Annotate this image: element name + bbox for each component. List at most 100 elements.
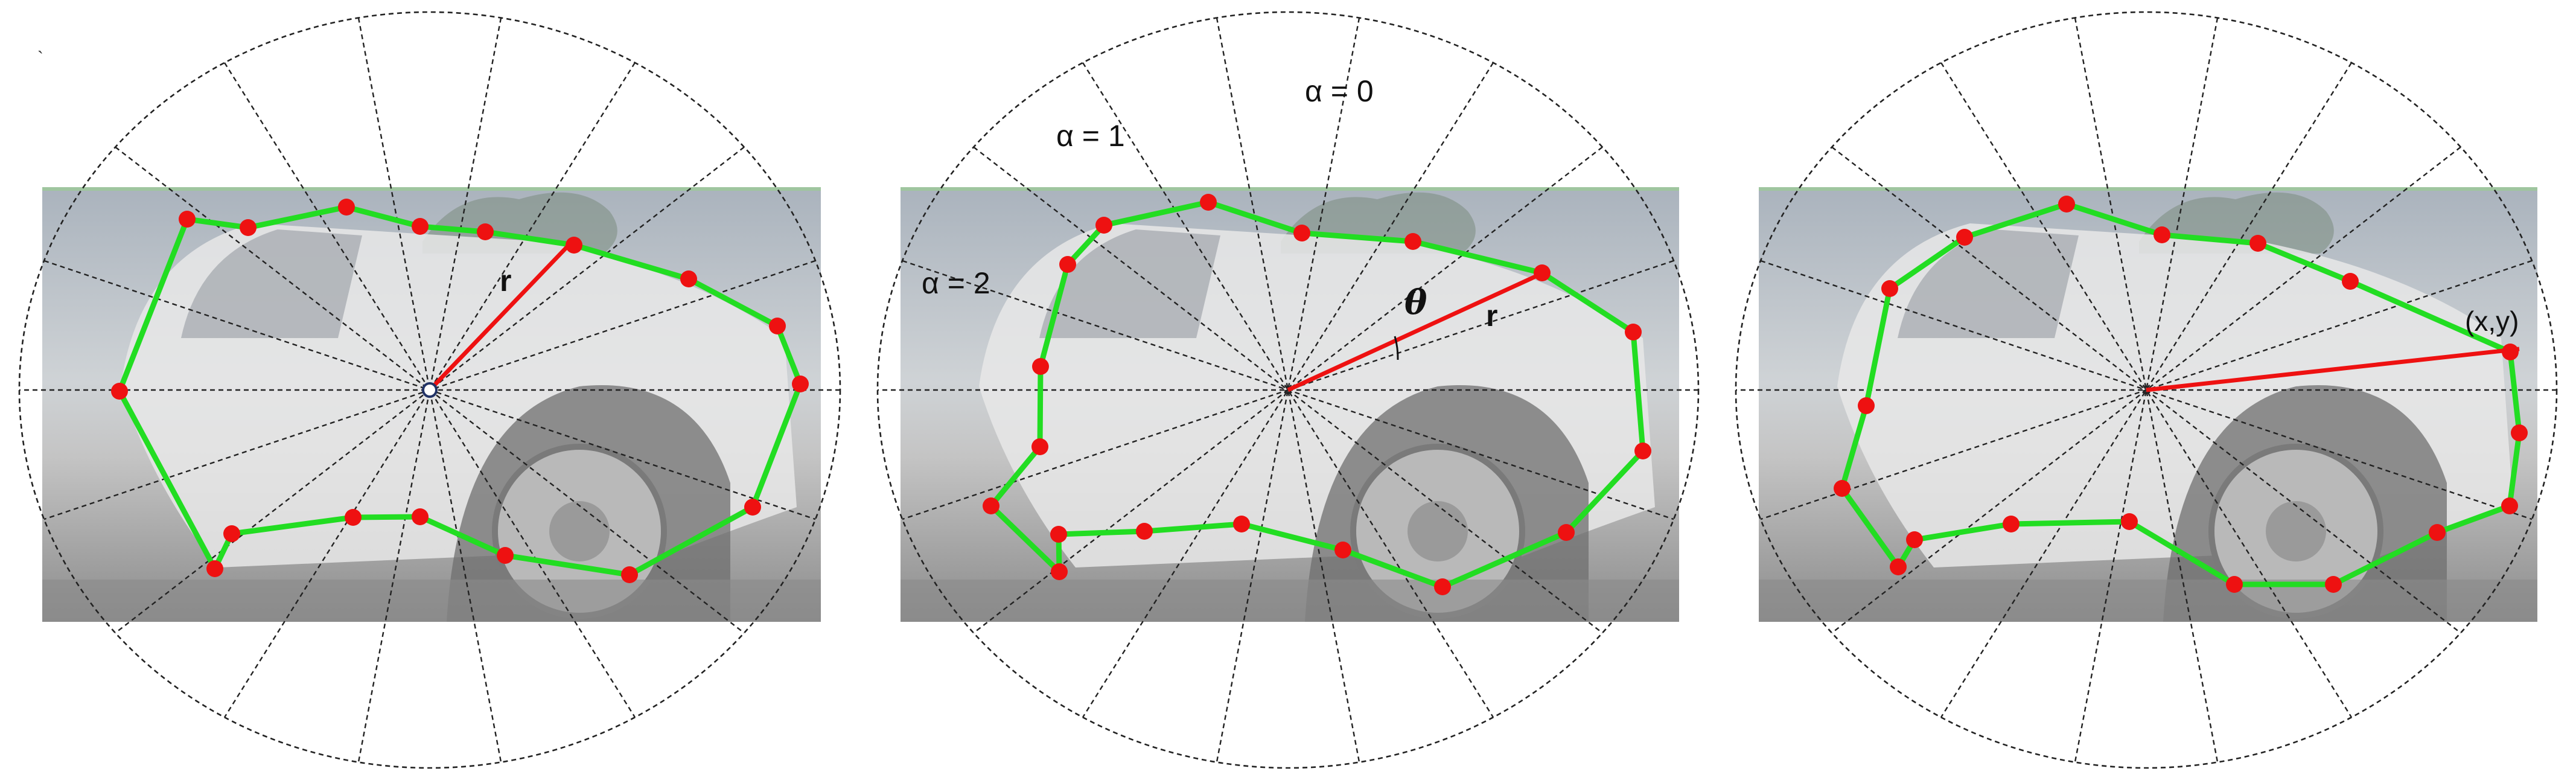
wheel-hub-shape xyxy=(549,501,610,561)
contour-point xyxy=(621,566,638,583)
contour-point xyxy=(179,211,196,228)
contour-point xyxy=(680,270,697,287)
radius-line xyxy=(1287,270,1545,392)
polar-ray xyxy=(223,62,636,718)
theta-label: θ xyxy=(1404,283,1427,322)
polar-ray xyxy=(223,62,636,718)
contour-point xyxy=(2249,235,2266,252)
car-photo xyxy=(42,187,821,622)
panel-1-svg: r xyxy=(18,11,841,769)
photo-top-edge xyxy=(1759,187,2537,191)
photo-top-edge xyxy=(901,187,1679,191)
contour-point xyxy=(477,223,494,240)
contour-point xyxy=(1293,225,1310,241)
radius-line xyxy=(428,238,575,392)
boundary-ellipse xyxy=(1735,11,2558,769)
contour-point xyxy=(1434,578,1451,595)
contour-point xyxy=(1558,524,1575,541)
contour-point xyxy=(983,497,999,514)
point-xy-label: (x,y) xyxy=(2465,305,2519,337)
contour-point xyxy=(792,376,809,392)
car-window-shape xyxy=(1898,229,2079,338)
alpha-0-label: α = 0 xyxy=(1305,74,1374,108)
contour-point xyxy=(1200,194,1217,211)
alpha-1-label: α = 1 xyxy=(1056,119,1125,153)
contour-point xyxy=(1136,523,1153,540)
polar-ray xyxy=(1082,62,1494,718)
contour-points xyxy=(1834,196,2528,593)
ground-shape xyxy=(901,580,1679,622)
contour-point xyxy=(1334,542,1351,558)
panel-polar-contour-2: α = 0 α = 1 α = 2 θ r xyxy=(858,0,1717,780)
contour-point xyxy=(2429,524,2446,541)
contour-point xyxy=(206,560,223,577)
contour-point xyxy=(1834,480,1851,497)
contour-point xyxy=(1051,563,1068,580)
polar-ray xyxy=(1940,62,2353,718)
car-photo xyxy=(1759,187,2537,622)
contour-point xyxy=(111,383,128,400)
contour-point xyxy=(1890,558,1907,575)
ground-shape xyxy=(1759,580,2537,622)
car-window-shape xyxy=(181,229,362,338)
boundary-ellipse xyxy=(876,11,1700,769)
boundary-ellipse xyxy=(18,11,841,769)
contour-point xyxy=(338,199,355,216)
contour-point xyxy=(1404,233,1421,250)
contour-point xyxy=(1858,397,1875,414)
center-point xyxy=(422,382,438,398)
panel-polar-contour-3: (x,y) xyxy=(1717,0,2575,780)
contour-point xyxy=(744,499,761,516)
contour-point xyxy=(769,318,786,334)
contour-point xyxy=(2342,273,2359,290)
radius-label: r xyxy=(500,264,511,298)
contour-point xyxy=(2325,576,2342,593)
car-photo xyxy=(901,187,1679,622)
contour-point xyxy=(1059,256,1076,273)
contour-point xyxy=(1906,531,1923,548)
panel-2-svg: α = 0 α = 1 α = 2 θ r xyxy=(876,11,1700,769)
contour-point xyxy=(2058,196,2075,213)
contour-point xyxy=(1031,438,1048,455)
contour-point xyxy=(412,508,429,525)
polar-ray xyxy=(1940,62,2353,718)
alpha-2-label: α = 2 xyxy=(922,266,990,300)
contour-point xyxy=(2003,516,2020,532)
ground-shape xyxy=(42,580,821,622)
contour-point xyxy=(1881,280,1898,297)
contour-point xyxy=(1233,516,1250,532)
contour-point xyxy=(1634,443,1651,459)
contour-point xyxy=(2502,344,2519,360)
contour-point xyxy=(223,525,240,542)
contour-points xyxy=(111,199,809,583)
car-window-shape xyxy=(1039,229,1220,338)
panel-3-svg: (x,y) xyxy=(1735,11,2558,769)
contour-point xyxy=(1032,358,1049,375)
contour-point xyxy=(412,218,429,235)
contour-point xyxy=(1625,324,1642,340)
contour-point xyxy=(1534,264,1551,281)
contour-point xyxy=(2121,513,2138,530)
contour-point xyxy=(345,509,362,526)
radius-line xyxy=(2146,347,2520,392)
polar-ray xyxy=(1082,62,1494,718)
contour-point xyxy=(2154,226,2170,243)
contour-point xyxy=(2511,424,2528,441)
contour-points xyxy=(983,194,1651,595)
theta-arc xyxy=(1394,336,1399,360)
contour-point xyxy=(1956,229,1973,246)
wheel-hub-shape xyxy=(1408,501,1468,561)
photo-top-edge xyxy=(42,187,821,191)
contour-point xyxy=(1050,526,1067,543)
stray-mark: ` xyxy=(37,48,43,68)
contour-point xyxy=(240,219,257,236)
panel-polar-contour-1: r xyxy=(0,0,858,780)
contour-point xyxy=(497,547,514,564)
contour-point xyxy=(1095,217,1112,234)
wheel-hub-shape xyxy=(2266,501,2326,561)
contour-point xyxy=(2501,497,2518,514)
contour-point xyxy=(566,237,582,254)
radius-label: r xyxy=(1486,299,1497,333)
contour-point xyxy=(2226,576,2243,593)
